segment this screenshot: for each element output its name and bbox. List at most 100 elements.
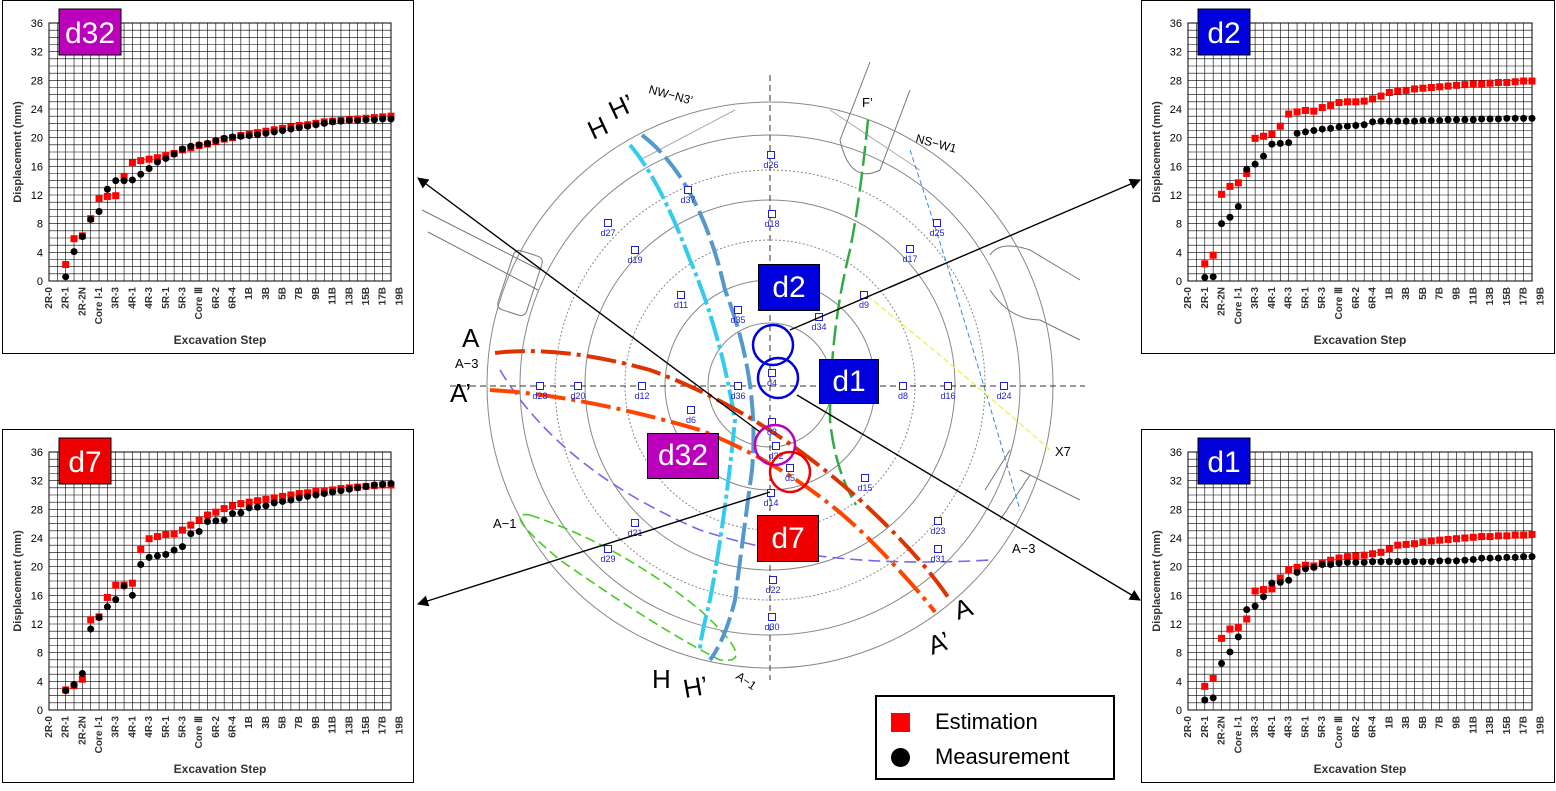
fault-f-prime	[828, 119, 870, 506]
shaft-left	[497, 249, 543, 317]
estimation-point	[1503, 78, 1511, 86]
estimation-point	[203, 511, 211, 519]
measurement-point	[287, 496, 295, 504]
grid	[1187, 451, 1533, 711]
x-tick-label: 1B	[244, 716, 255, 729]
y-tick-label: 28	[1170, 75, 1182, 87]
y-axis-label: Displacement (mm)	[1151, 101, 1163, 203]
measurement-point	[1461, 556, 1469, 564]
fault-yellow	[859, 289, 1051, 451]
measurement-point	[312, 491, 320, 499]
measurement-point	[354, 484, 362, 492]
estimation-point	[153, 154, 161, 162]
estimation-point	[212, 508, 220, 516]
estimation-point	[1310, 107, 1318, 115]
x-tick-label: 1B	[1384, 716, 1395, 729]
estimation-point	[237, 500, 245, 508]
x-tick-label: 9B	[1451, 287, 1462, 300]
series-estimation	[62, 112, 395, 269]
estimation-point	[262, 495, 270, 503]
estimation-point	[1494, 532, 1502, 540]
x-tick-label: 1B	[1384, 287, 1395, 300]
x-tick-label: 17B	[1519, 287, 1530, 305]
estimation-point	[1251, 587, 1259, 595]
measurement-point	[1385, 558, 1393, 566]
estimation-point	[78, 675, 86, 683]
fault-ns-w1	[909, 149, 1021, 511]
y-tick-label: 8	[37, 219, 43, 231]
estimation-point	[1436, 536, 1444, 544]
measurement-point	[379, 480, 387, 488]
gauge-label: d25	[929, 228, 944, 238]
x-tick-label: 19B	[394, 287, 405, 305]
fault-h-lightblue	[628, 143, 738, 651]
gauge-label: d24	[996, 391, 1011, 401]
measurement-point	[1243, 606, 1251, 614]
measurement-point	[203, 139, 211, 147]
x-tick-label: 5B	[278, 287, 289, 300]
gauge-d15	[861, 474, 869, 482]
estimation-point	[137, 545, 145, 553]
fault-a3-purple	[499, 369, 991, 563]
measurement-point	[212, 517, 220, 525]
estimation-point	[1444, 535, 1452, 543]
estimation-point	[1452, 535, 1460, 543]
legend: Estimation Measurement	[875, 695, 1115, 780]
measurement-point	[1469, 116, 1477, 124]
estimation-point	[1385, 545, 1393, 553]
measurement-point	[1486, 554, 1494, 562]
estimation-point	[245, 498, 253, 506]
estimation-point	[170, 530, 178, 538]
x-tick-label: 5R-1	[1300, 287, 1311, 309]
x-tick-label: 9B	[1451, 716, 1462, 729]
x-tick-label: 11B	[1468, 716, 1479, 734]
x-tick-label: 13B	[1485, 287, 1496, 305]
estimation-point	[1411, 540, 1419, 548]
measurement-point	[1301, 128, 1309, 136]
measurement-point	[1327, 124, 1335, 132]
estimation-point	[270, 494, 278, 502]
measurement-point	[1419, 116, 1427, 124]
estimation-point	[1478, 80, 1486, 88]
estimation-point	[128, 579, 136, 587]
gauge-d16	[944, 382, 952, 390]
estimation-point	[1377, 548, 1385, 556]
estimation-point	[1352, 98, 1360, 106]
estimation-point	[1226, 625, 1234, 633]
measurement-point	[1511, 553, 1519, 561]
legend-estimation-label: Estimation	[935, 709, 1038, 734]
measurement-point	[1452, 116, 1460, 124]
y-tick-label: 8	[1176, 648, 1182, 660]
estimation-point	[87, 616, 95, 624]
measurement-point	[78, 233, 86, 241]
estimation-point	[1436, 83, 1444, 91]
measurement-point	[295, 124, 303, 132]
legend-measurement-label: Measurement	[935, 744, 1070, 769]
label-nw-n3: NW−N3’	[647, 82, 694, 107]
gauge-label: d34	[811, 322, 826, 332]
measurement-point	[1318, 125, 1326, 133]
measurement-point	[1377, 117, 1385, 125]
label-ns-w1: NS−W1	[914, 131, 958, 155]
measurement-point	[370, 481, 378, 489]
chart-badge-box	[58, 437, 112, 485]
x-tick-label: 5R-3	[1317, 716, 1328, 738]
ring-7	[486, 101, 1054, 669]
gauge-d6	[687, 406, 695, 414]
tunnel-top-right	[839, 61, 911, 175]
measurement-point	[1310, 563, 1318, 571]
y-tick-label: 24	[1170, 533, 1182, 545]
gauge-label: d5	[785, 473, 795, 483]
gauge-d26	[767, 151, 775, 159]
gauge-d14	[767, 489, 775, 497]
label-h-prime-bottom: H’	[681, 670, 710, 704]
estimation-point	[254, 497, 262, 505]
measurement-point	[153, 552, 161, 560]
measurement-point	[1419, 558, 1427, 566]
y-tick-label: 24	[31, 533, 43, 545]
estimation-point	[187, 521, 195, 529]
estimation-point	[1360, 551, 1368, 559]
estimation-point	[1218, 634, 1226, 642]
